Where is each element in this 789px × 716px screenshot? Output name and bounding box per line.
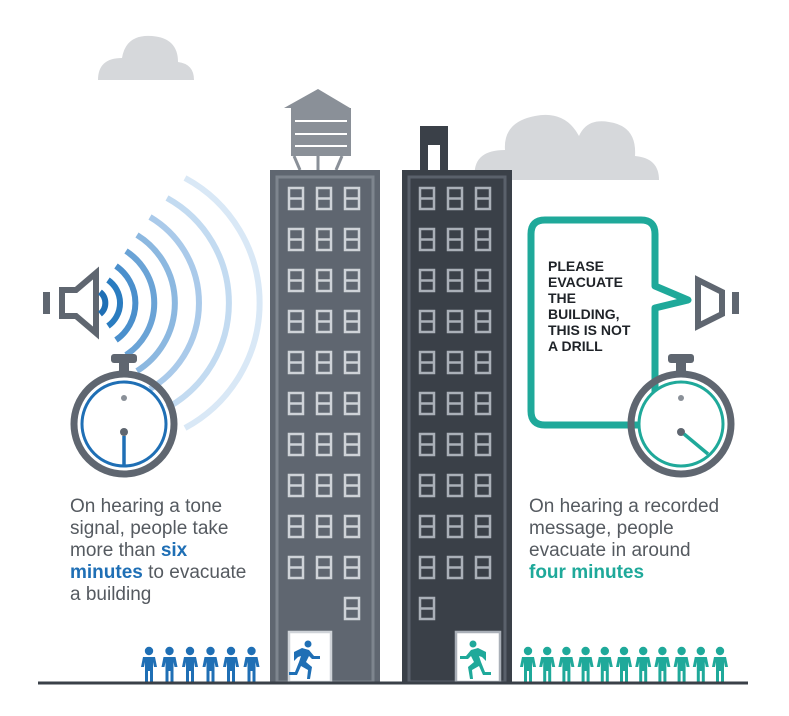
person-icon [673,646,690,682]
stopwatch-icon-right [627,354,735,478]
person-icon [520,646,536,682]
person-icon [654,646,671,682]
person-icon [692,646,709,682]
building-right [402,126,512,684]
left-caption-highlight: six minutes [70,540,188,583]
person-icon [635,646,652,682]
person-icon [712,646,728,682]
person-icon [577,646,594,682]
person-icon [616,646,632,682]
person-icon [202,646,219,682]
building-left [270,89,380,684]
cloud-right [474,114,659,180]
person-icon [243,646,260,682]
running-exit-icon-right [460,640,491,679]
left-caption: On hearing a tone signal, people take mo… [70,496,260,606]
right-caption-text: On hearing a recorded message, people ev… [529,496,720,561]
person-icon [558,646,575,682]
speaker-icon [695,275,739,331]
left-caption-tail: to evacuate a building [70,562,247,605]
person-icon [539,646,556,682]
stopwatch-icon-left [70,354,178,478]
right-caption-highlight: four minutes [529,562,645,583]
speaker-sound-waves-icon [43,175,263,431]
running-exit-icon-left [289,640,320,679]
person-icon [161,646,178,682]
person-icon [141,646,157,682]
person-icon [596,646,613,682]
people-queue-right [520,646,728,682]
cloud-left [98,35,194,80]
person-icon [223,646,239,682]
people-queue-left [141,646,260,682]
right-caption: On hearing a recorded message, people ev… [529,496,729,584]
person-icon [182,646,198,682]
left-caption-text: On hearing a tone signal, people take mo… [70,496,229,561]
speech-bubble-text: PLEASE EVACUATE THE BUILDING, THIS IS NO… [548,258,631,354]
